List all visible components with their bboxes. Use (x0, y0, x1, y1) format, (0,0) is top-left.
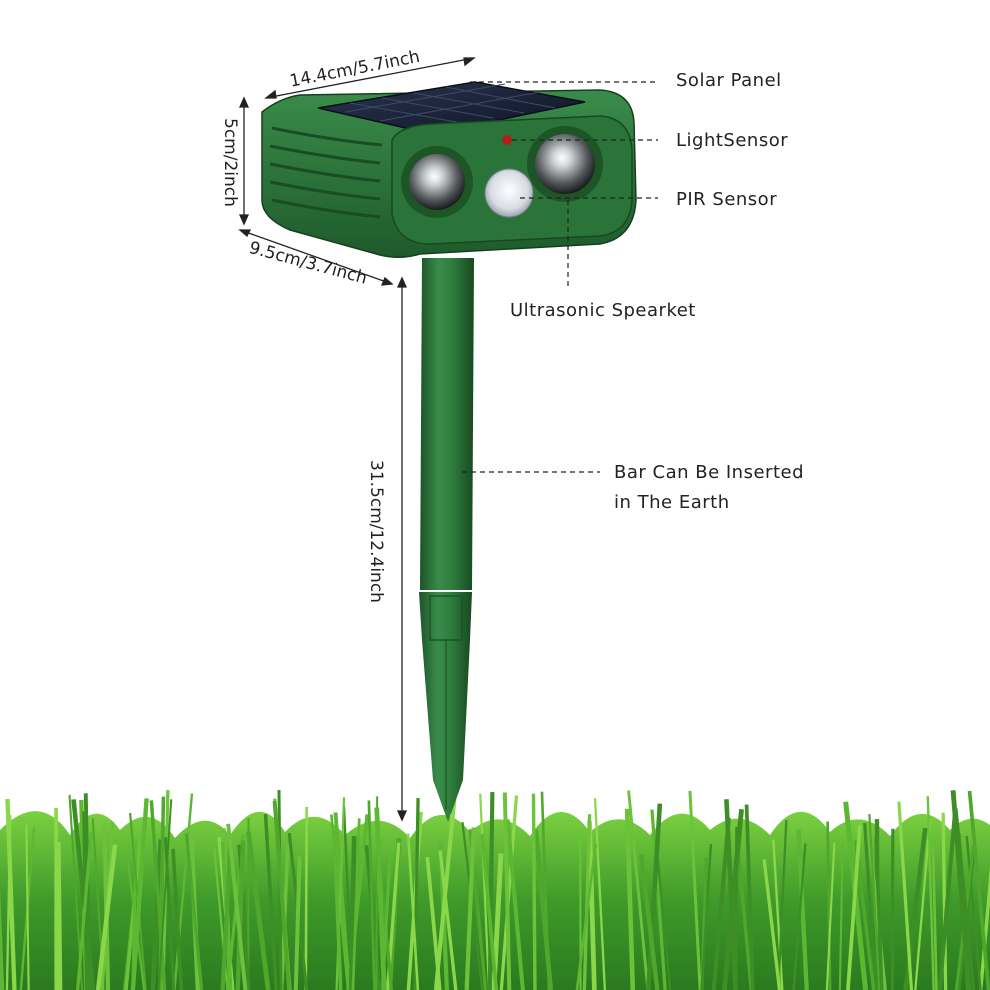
grass-blade (406, 833, 420, 990)
grass-blade (950, 790, 972, 990)
grass-blade (171, 848, 184, 990)
grass-blade (978, 865, 990, 990)
grass-blade (650, 809, 667, 990)
grass-blade (55, 841, 63, 990)
grass-blade (624, 808, 636, 990)
grass-blade (826, 821, 832, 990)
grass-blade (777, 819, 788, 990)
grass-blade (479, 793, 491, 990)
grass-blade (226, 823, 248, 990)
grass-blade (656, 854, 672, 990)
solar-panel-label: Solar Panel (676, 70, 782, 91)
grass-blade (533, 829, 554, 990)
grass-blade (335, 797, 346, 990)
repeller-device (261, 81, 637, 258)
grass-blade (5, 799, 17, 990)
grass-blade (700, 843, 713, 990)
grass-blade (711, 817, 731, 990)
grass-blade (796, 829, 809, 990)
grass-blade (332, 830, 343, 990)
grass-blade (263, 814, 278, 990)
grass-blade (941, 812, 948, 990)
grass-blade (150, 839, 164, 990)
callout-leaders (462, 81, 658, 473)
grass-blade (505, 819, 525, 990)
grass-blade (126, 857, 146, 990)
grass-blade (173, 793, 194, 990)
pir-sensor-label: PIR Sensor (676, 189, 778, 210)
grass-blade (937, 811, 958, 990)
grass-blade (688, 790, 702, 990)
grass-blade (304, 806, 308, 990)
grass-blade (480, 834, 499, 990)
grass-blade (965, 836, 982, 990)
grass-blade (438, 850, 458, 990)
grass-blade (272, 800, 291, 990)
grass-blade (487, 792, 495, 990)
grass-blade (772, 839, 784, 990)
grass-blade (0, 886, 5, 990)
grass-blade (646, 803, 663, 990)
grass-blade (245, 831, 271, 990)
grass-blade (149, 800, 167, 990)
grass-blade (903, 827, 928, 990)
grass-blade (235, 840, 246, 990)
grass-blade (954, 808, 976, 990)
grass-blade (863, 822, 877, 990)
grass-blade (213, 848, 229, 990)
grass-blade (348, 836, 357, 990)
grass-blade (967, 790, 990, 990)
grass-blade (76, 832, 93, 990)
grass-blade (157, 799, 173, 990)
grass-blade (220, 844, 233, 990)
grass-blade (627, 790, 650, 990)
grass-blade (639, 854, 660, 990)
grass-blade (163, 837, 176, 990)
grass-blade (464, 827, 476, 990)
grass-blade (25, 824, 30, 990)
grass-blade (502, 792, 512, 990)
grass-blade (71, 799, 96, 990)
grass-blade (531, 793, 537, 990)
grass-blade (293, 856, 302, 990)
ground-stake (419, 258, 474, 822)
grass-blade (575, 843, 598, 990)
dimension-lines (238, 57, 476, 822)
grass-blade (868, 814, 881, 990)
grass-blade (124, 840, 142, 990)
grass-blade (95, 844, 118, 990)
grass-blade (374, 807, 387, 990)
grass-blade (333, 812, 352, 990)
grass-blade (838, 842, 844, 990)
grass-blade (890, 828, 895, 990)
grass-blade (897, 801, 914, 990)
grass-blade (931, 846, 938, 990)
grass-blade (721, 809, 744, 990)
grass-blade (874, 836, 884, 990)
ultrasonic-speaker-label: Ultrasonic Spearket (510, 300, 696, 321)
grass-blade (792, 843, 807, 990)
grass-blade (825, 842, 836, 990)
grass-blade (593, 798, 607, 990)
grass-blade (351, 818, 361, 990)
height-dimension-label: 5cm/2inch (220, 118, 240, 207)
grass-blade (367, 800, 376, 990)
grass-illustration (0, 789, 990, 990)
light-sensor-label: LightSensor (676, 130, 789, 151)
grass-blade (926, 796, 935, 990)
stake-length-dimension-label: 31.5cm/12.4inch (366, 460, 386, 603)
bar-insert-label-line1: Bar Can Be Inserted (614, 462, 805, 483)
grass-blade (846, 825, 862, 990)
grass-blade (130, 798, 149, 990)
bar-insert-label-line2: in The Earth (614, 492, 730, 513)
grass-blade (184, 833, 204, 990)
grass-blade (744, 804, 755, 990)
grass-blade (762, 859, 782, 990)
